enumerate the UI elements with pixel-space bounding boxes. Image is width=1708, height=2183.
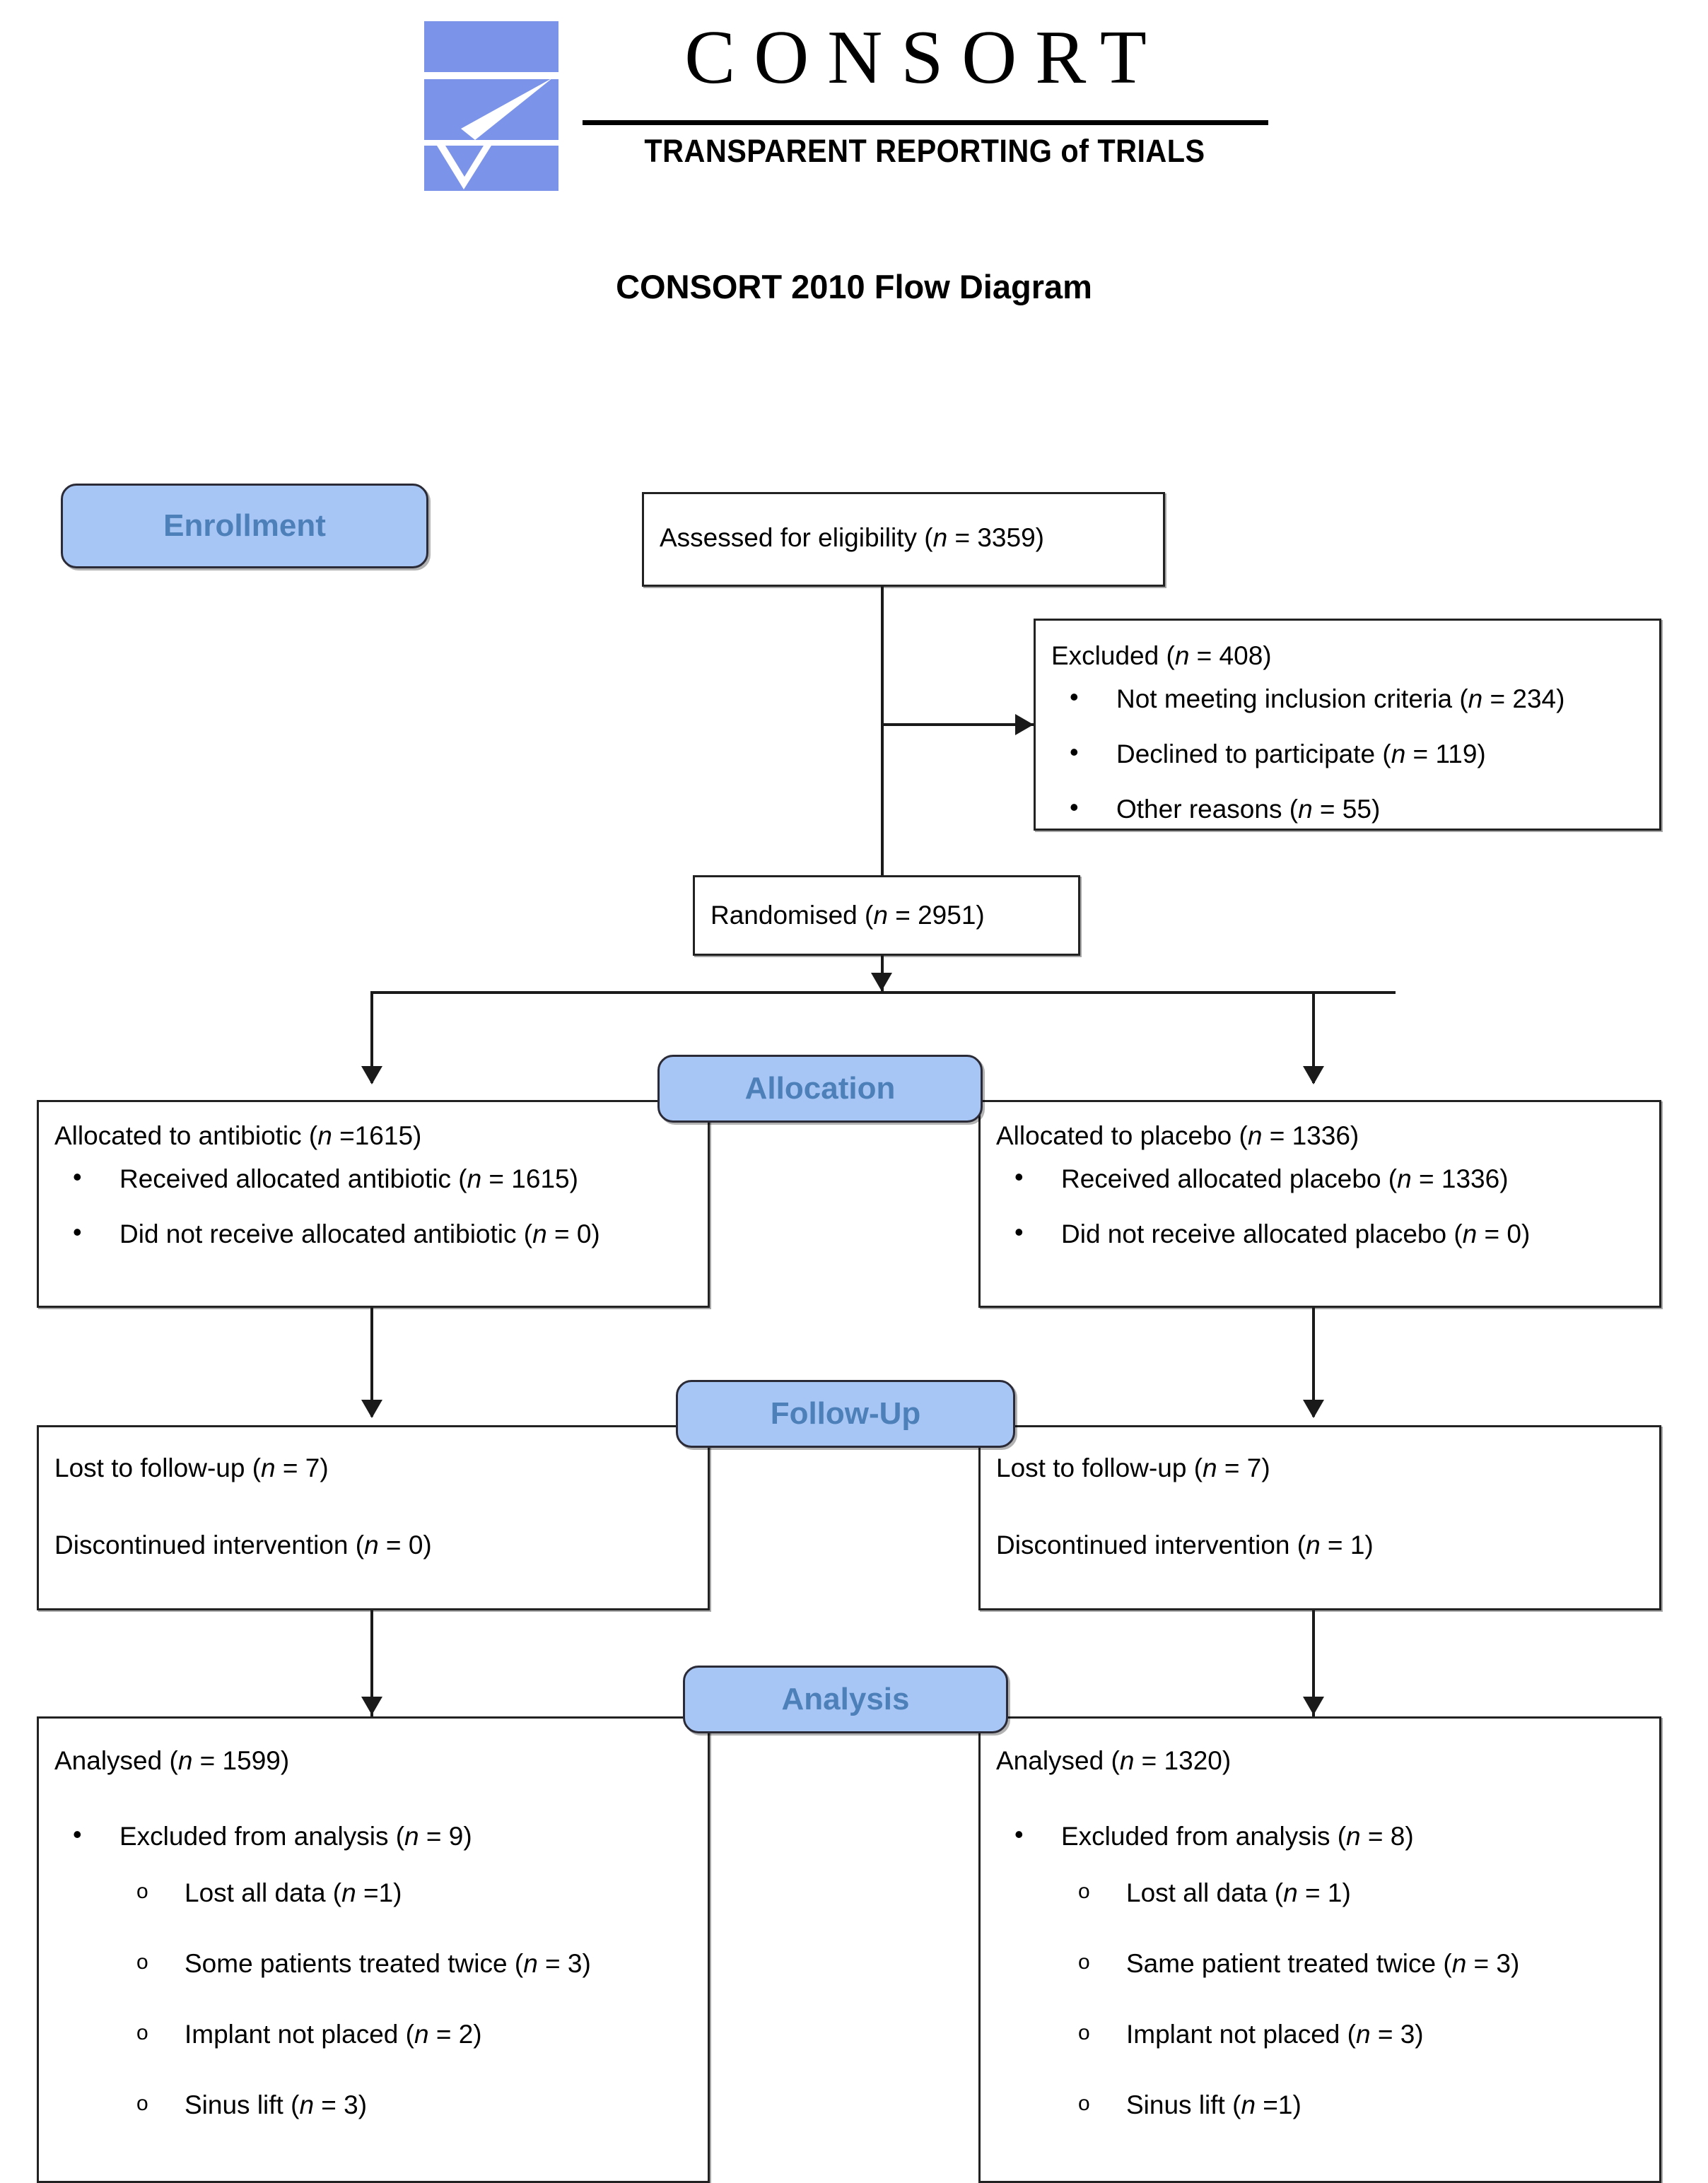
followup-left-lost: Lost to follow-up (n = 7) [54, 1453, 329, 1482]
arrowhead-followup-right [1303, 1400, 1324, 1418]
list-item: Received allocated placebo (n = 1336) [996, 1161, 1644, 1196]
consort-logo-mark [424, 21, 558, 191]
list-item: Declined to participate (n = 119) [1051, 736, 1644, 771]
box-allocation-right: Allocated to placebo (n = 1336) Received… [978, 1100, 1661, 1308]
list-item: Implant not placed (n = 3) [996, 2018, 1644, 2052]
list-item: Received allocated antibiotic (n = 1615) [54, 1161, 692, 1196]
stage-label-enrollment: Enrollment [163, 508, 326, 543]
connector-split-right-drop [1312, 991, 1315, 1083]
box-randomised: Randomised (n = 2951) [693, 875, 1080, 956]
box-analysis-left: Analysed (n = 1599) Excluded from analys… [37, 1716, 710, 2183]
arrowhead-randomised-split [871, 973, 892, 991]
allocation-right-list: Received allocated placebo (n = 1336) Di… [996, 1161, 1644, 1251]
list-item: Some patients treated twice (n = 3) [54, 1947, 692, 1981]
stage-label-followup: Follow-Up [770, 1396, 921, 1431]
followup-left-discontinued: Discontinued intervention (n = 0) [54, 1530, 432, 1559]
stage-badge-enrollment: Enrollment [61, 484, 428, 568]
stage-label-analysis: Analysis [781, 1682, 910, 1716]
analysis-right-analysed: Analysed (n = 1320) [996, 1746, 1232, 1775]
list-item: Did not receive allocated antibiotic (n … [54, 1216, 692, 1251]
connector-alloc-left-to-followup [370, 1308, 373, 1417]
list-item: Implant not placed (n = 2) [54, 2018, 692, 2052]
randomised-text: Randomised (n = 2951) [710, 901, 985, 930]
followup-right-discontinued: Discontinued intervention (n = 1) [996, 1530, 1374, 1559]
consort-tagline: TRANSPARENT REPORTING of TRIALS [644, 133, 1205, 169]
list-item: Other reasons (n = 55) [1051, 791, 1644, 826]
stage-badge-analysis: Analysis [683, 1666, 1008, 1733]
list-item: Lost all data (n = 1) [996, 1876, 1644, 1910]
stage-label-allocation: Allocation [744, 1071, 896, 1106]
box-followup-left: Lost to follow-up (n = 7) Discontinued i… [37, 1425, 710, 1610]
list-item: Same patient treated twice (n = 3) [996, 1947, 1644, 1981]
arrowhead-followup-left [361, 1400, 382, 1418]
allocation-right-header: Allocated to placebo (n = 1336) [996, 1121, 1359, 1150]
list-item: Sinus lift (n =1) [996, 2088, 1644, 2122]
allocation-left-list: Received allocated antibiotic (n = 1615)… [54, 1161, 692, 1251]
consort-logo: CONSORT TRANSPARENT REPORTING of TRIALS [424, 14, 1273, 198]
list-item: Not meeting inclusion criteria (n = 234) [1051, 681, 1644, 716]
connector-split-bar [370, 991, 1396, 994]
box-followup-right: Lost to follow-up (n = 7) Discontinued i… [978, 1425, 1661, 1610]
stage-badge-followup: Follow-Up [676, 1380, 1015, 1448]
list-item: Lost all data (n =1) [54, 1876, 692, 1910]
allocation-left-header: Allocated to antibiotic (n =1615) [54, 1121, 422, 1150]
excluded-header: Excluded (n = 408) [1051, 641, 1272, 670]
box-assessed-for-eligibility: Assessed for eligibility (n = 3359) [642, 492, 1165, 587]
arrowhead-analysis-right [1303, 1697, 1324, 1715]
page-title: CONSORT 2010 Flow Diagram [616, 268, 1092, 305]
arrowhead-to-excluded [1015, 714, 1034, 735]
connector-alloc-right-to-followup [1312, 1308, 1315, 1417]
analysis-right-reason-list: Lost all data (n = 1) Same patient treat… [996, 1876, 1644, 2122]
excluded-reason-list: Not meeting inclusion criteria (n = 234)… [1051, 681, 1644, 826]
list-item: Excluded from analysis (n = 8) [996, 1818, 1644, 1854]
analysis-left-reason-list: Lost all data (n =1) Some patients treat… [54, 1876, 692, 2122]
list-item: Sinus lift (n = 3) [54, 2088, 692, 2122]
connector-to-excluded [881, 723, 1038, 726]
connector-followup-left-to-analysis [370, 1610, 373, 1716]
connector-split-left-drop [370, 991, 373, 1083]
assessed-text: Assessed for eligibility (n = 3359) [660, 523, 1044, 552]
connector-assessed-down [881, 587, 884, 875]
box-analysis-right: Analysed (n = 1320) Excluded from analys… [978, 1716, 1661, 2183]
consort-wordmark: CONSORT [684, 16, 1165, 100]
stage-badge-allocation: Allocation [657, 1055, 983, 1123]
followup-right-lost: Lost to follow-up (n = 7) [996, 1453, 1270, 1482]
box-allocation-left: Allocated to antibiotic (n =1615) Receiv… [37, 1100, 710, 1308]
list-item: Excluded from analysis (n = 9) [54, 1818, 692, 1854]
logo-divider-rule [583, 120, 1268, 125]
list-item: Did not receive allocated placebo (n = 0… [996, 1216, 1644, 1251]
analysis-left-excluded-list: Excluded from analysis (n = 9) [54, 1818, 692, 1854]
box-excluded: Excluded (n = 408) Not meeting inclusion… [1034, 619, 1661, 831]
arrowhead-allocation-right [1303, 1066, 1324, 1084]
connector-followup-right-to-analysis [1312, 1610, 1315, 1716]
arrowhead-allocation-left [361, 1066, 382, 1084]
arrowhead-analysis-left [361, 1697, 382, 1715]
analysis-left-analysed: Analysed (n = 1599) [54, 1746, 290, 1775]
analysis-right-excluded-list: Excluded from analysis (n = 8) [996, 1818, 1644, 1854]
